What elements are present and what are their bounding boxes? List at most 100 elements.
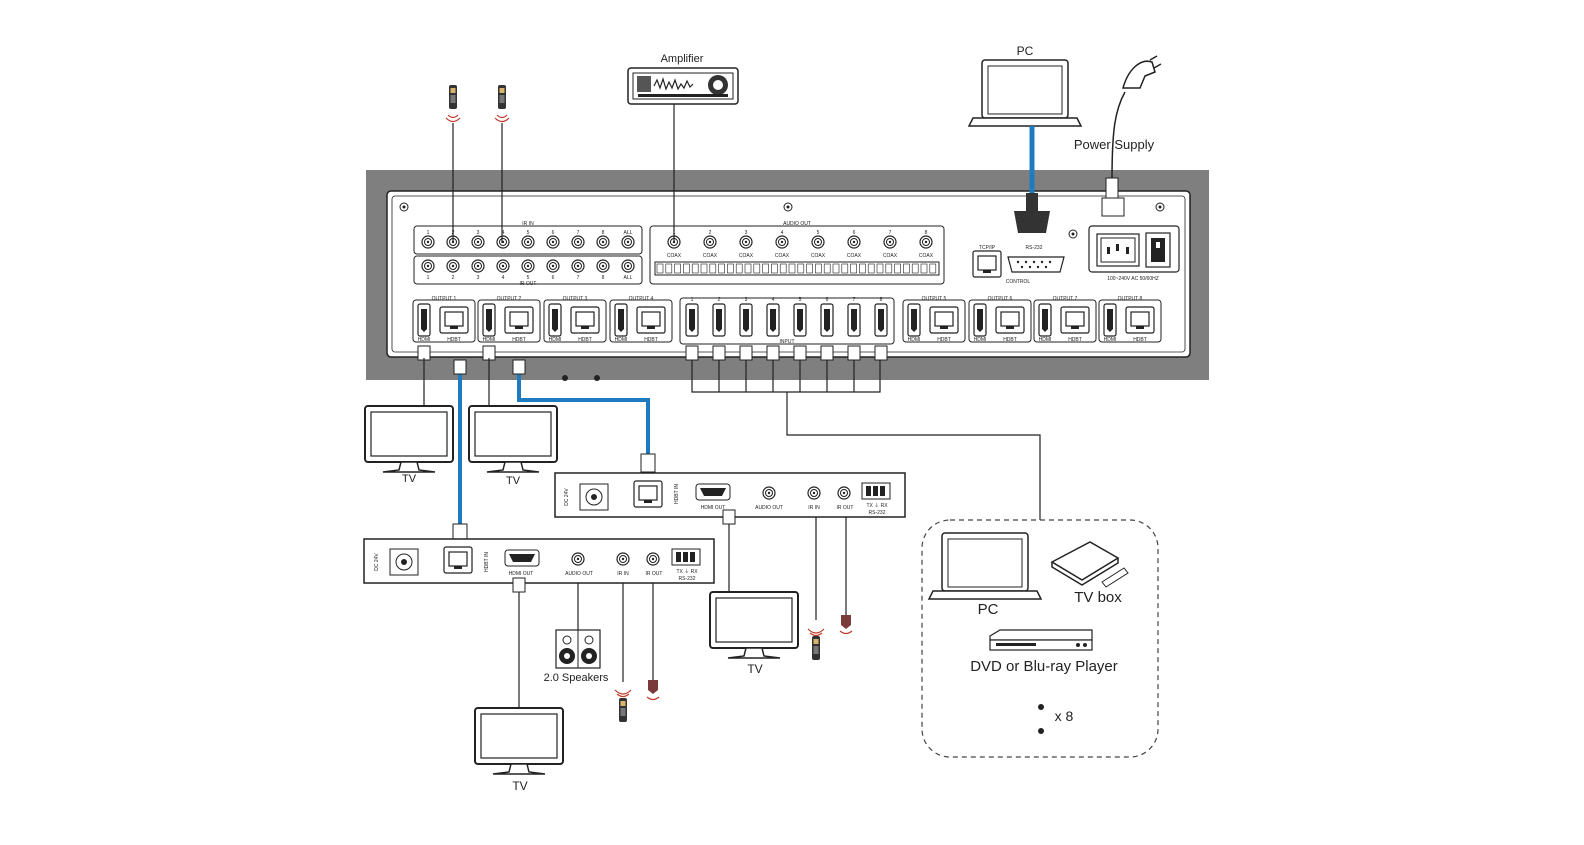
- ir-in-number: 1: [427, 230, 430, 236]
- input-hdmi-port[interactable]: [820, 303, 834, 337]
- output-label: OUTPUT 1: [432, 296, 457, 302]
- output-hdbt-port[interactable]: [504, 306, 534, 334]
- speakers-label: 2.0 Speakers: [544, 672, 609, 684]
- hdbt-receiver-2: [554, 472, 906, 518]
- output-label: OUTPUT 3: [563, 296, 588, 302]
- rx1-ir-in-label: IR IN: [617, 571, 629, 577]
- ir-out-jack[interactable]: [496, 259, 510, 273]
- ir-out-number: 7: [577, 275, 580, 281]
- input-hdmi-port[interactable]: [793, 303, 807, 337]
- ir-in-jack[interactable]: [471, 235, 485, 249]
- coax-number: 8: [925, 230, 928, 236]
- output-label: OUTPUT 7: [1053, 296, 1078, 302]
- ir-in-jack[interactable]: [621, 235, 635, 249]
- input-number: 3: [745, 297, 748, 303]
- hdbt-receiver-1: [363, 538, 715, 584]
- coax-label: COAX: [739, 253, 754, 259]
- cables: [423, 358, 1041, 708]
- rx2-txrx-label: TX ⏚ RX: [866, 502, 888, 509]
- output-hdbt-port[interactable]: [995, 306, 1025, 334]
- coax-number: 5: [817, 230, 820, 236]
- ir-out-jack[interactable]: [571, 259, 585, 273]
- ir-in-jack[interactable]: [496, 235, 510, 249]
- rx1-audio-out-label: AUDIO OUT: [565, 571, 593, 577]
- ir-out-jack[interactable]: [546, 259, 560, 273]
- audio-terminal-block: [656, 263, 937, 274]
- tv-1-label: TV: [402, 473, 417, 485]
- ir-out-number: 8: [602, 275, 605, 281]
- output-hdmi-port[interactable]: [548, 303, 562, 337]
- amplifier-device: [627, 67, 739, 242]
- output-hdmi-port[interactable]: [907, 303, 921, 337]
- coax-jack[interactable]: [775, 235, 789, 249]
- ir-in-jack[interactable]: [421, 235, 435, 249]
- input-hdmi-port[interactable]: [739, 303, 753, 337]
- rx1-ir-remote: [614, 689, 632, 722]
- input-number: 8: [880, 297, 883, 303]
- ir-in-number: 5: [527, 230, 530, 236]
- rx2-dc-label: DC 24V: [564, 488, 570, 506]
- input-hdmi-port[interactable]: [847, 303, 861, 337]
- output-hdbt-port[interactable]: [1125, 306, 1155, 334]
- coax-jack[interactable]: [847, 235, 861, 249]
- ir-out-jack[interactable]: [521, 259, 535, 273]
- output-hdmi-port[interactable]: [973, 303, 987, 337]
- coax-jack[interactable]: [703, 235, 717, 249]
- power-switch[interactable]: [1145, 232, 1171, 268]
- input-number: 2: [718, 297, 721, 303]
- coax-label: COAX: [667, 253, 682, 259]
- hdbt-label: HDBT: [512, 337, 526, 343]
- rx1-hdbt-in-label: HDBT IN: [484, 552, 490, 572]
- output-hdmi-port[interactable]: [1103, 303, 1117, 337]
- ir-out-number: 5: [527, 275, 530, 281]
- rx1-dc-label: DC 24V: [374, 553, 380, 571]
- coax-number: 3: [745, 230, 748, 236]
- ir-in-jack[interactable]: [546, 235, 560, 249]
- input-number: 1: [691, 297, 694, 303]
- input-hdmi-port[interactable]: [712, 303, 726, 337]
- source-count-label: x 8: [1055, 708, 1074, 724]
- input-number: 4: [772, 297, 775, 303]
- coax-label: COAX: [919, 253, 934, 259]
- rx1-ir-emitter: [646, 680, 660, 701]
- ir-out-jack[interactable]: [596, 259, 610, 273]
- dvd-player-icon: [989, 629, 1093, 651]
- power-plug: [1101, 55, 1162, 217]
- input-hdmi-port[interactable]: [685, 303, 699, 337]
- tcpip-port[interactable]: [972, 250, 1002, 278]
- output-hdmi-port[interactable]: [614, 303, 628, 337]
- ir-in-jack[interactable]: [596, 235, 610, 249]
- ir-in-jack[interactable]: [571, 235, 585, 249]
- ir-in-number: 7: [577, 230, 580, 236]
- output-hdbt-port[interactable]: [570, 306, 600, 334]
- input-hdmi-port[interactable]: [874, 303, 888, 337]
- ir-in-jack[interactable]: [521, 235, 535, 249]
- tcpip-label: TCP/IP: [979, 245, 996, 251]
- output-hdbt-port[interactable]: [929, 306, 959, 334]
- power-supply-label: Power Supply: [1074, 137, 1155, 152]
- rx2-ir-remote: [807, 628, 825, 660]
- ir-out-jack[interactable]: [621, 259, 635, 273]
- coax-number: 2: [709, 230, 712, 236]
- output-hdmi-port[interactable]: [417, 303, 431, 337]
- coax-jack[interactable]: [739, 235, 753, 249]
- input-hdmi-port[interactable]: [766, 303, 780, 337]
- hdmi-label: HDMI: [974, 337, 987, 343]
- coax-label: COAX: [811, 253, 826, 259]
- output-hdmi-port[interactable]: [482, 303, 496, 337]
- output-hdbt-port[interactable]: [636, 306, 666, 334]
- coax-jack[interactable]: [919, 235, 933, 249]
- output-hdbt-port[interactable]: [1060, 306, 1090, 334]
- ir-in-number: ALL: [624, 230, 633, 236]
- output-hdbt-port[interactable]: [439, 306, 469, 334]
- ir-out-jack[interactable]: [471, 259, 485, 273]
- coax-jack[interactable]: [811, 235, 825, 249]
- rs232-port[interactable]: [1007, 256, 1065, 273]
- ir-out-jack[interactable]: [446, 259, 460, 273]
- tv-box-icon: [1050, 541, 1129, 588]
- output-hdmi-port[interactable]: [1038, 303, 1052, 337]
- coax-jack[interactable]: [883, 235, 897, 249]
- ir-out-jack[interactable]: [421, 259, 435, 273]
